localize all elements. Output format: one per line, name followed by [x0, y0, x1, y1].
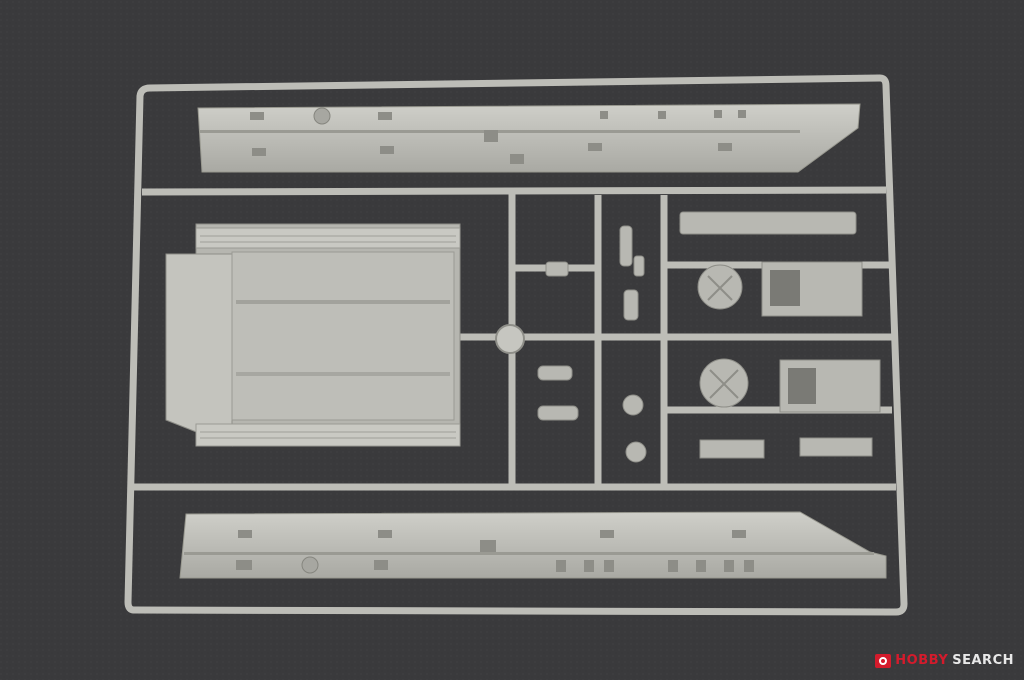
hub-part	[495, 324, 525, 354]
hull-box-part	[165, 223, 461, 447]
bottom-side-plate	[179, 511, 887, 579]
top-side-plate	[197, 103, 861, 173]
watermark-part2: SEARCH	[952, 653, 1014, 668]
hobbysearch-logo-icon	[875, 653, 892, 668]
watermark-part1: HOBBY	[895, 653, 949, 668]
